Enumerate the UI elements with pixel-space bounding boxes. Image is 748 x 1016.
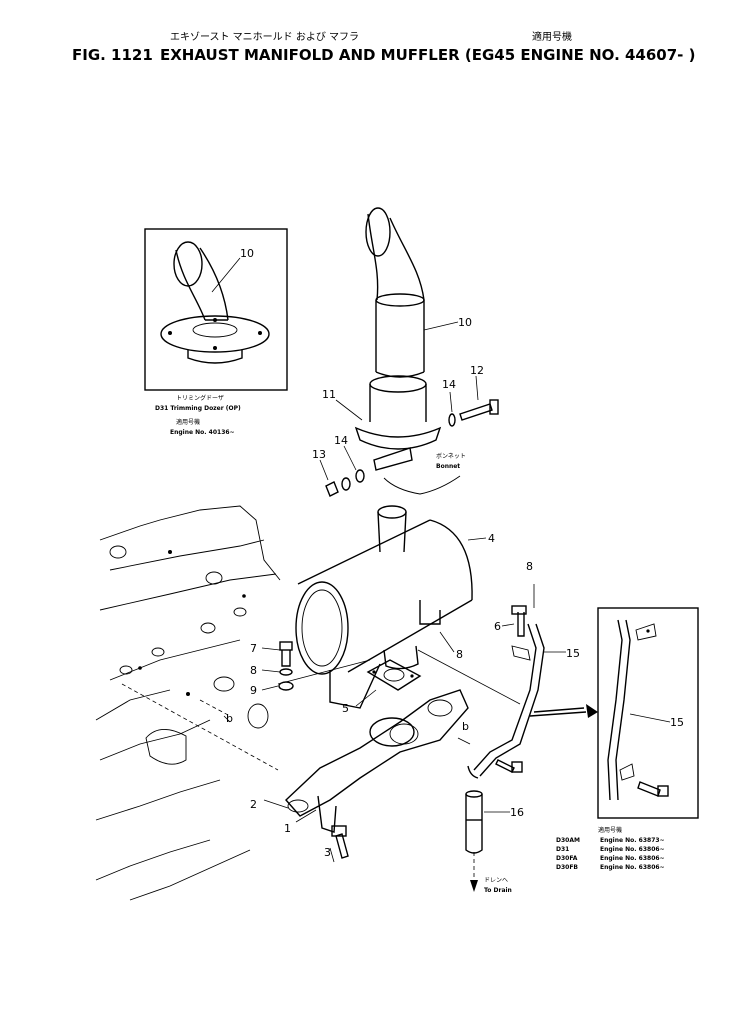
callout-12: 12 bbox=[470, 364, 484, 377]
callout-5: 5 bbox=[342, 702, 349, 715]
figure-title: EXHAUST MANIFOLD AND MUFFLER (EG45 ENGIN… bbox=[160, 46, 695, 64]
bolt-3: 3 bbox=[324, 825, 349, 863]
inset-left-applicable-en: Engine No. 40136~ bbox=[170, 429, 235, 436]
nut-washer-set: 13 14 bbox=[312, 434, 365, 497]
figure-number: FIG. 1121 bbox=[72, 46, 153, 64]
callout-8-muffler: 8 bbox=[456, 648, 463, 661]
callout-b-left: b bbox=[226, 712, 233, 725]
callout-3: 3 bbox=[324, 846, 331, 859]
alignment-line-3 bbox=[417, 649, 521, 705]
callout-7: 7 bbox=[250, 642, 257, 655]
muffler-bracket: 11 bbox=[322, 375, 442, 471]
callout-8-bolt: 8 bbox=[250, 664, 257, 677]
callout-13: 13 bbox=[312, 448, 326, 461]
inset-tube-alternate: 15 bbox=[597, 607, 699, 819]
model-row-1-engine: Engine No. 63873~ bbox=[600, 837, 665, 844]
callout-b-right: b bbox=[462, 720, 469, 733]
callout-1: 1 bbox=[284, 822, 291, 835]
bolt-7-washer-set: 7 8 9 bbox=[250, 641, 294, 697]
inset-left-caption-en: D31 Trimming Dozer (OP) bbox=[155, 405, 241, 412]
model-row-3-engine: Engine No. 63806~ bbox=[600, 855, 665, 862]
model-row-2-model: D31 bbox=[556, 846, 569, 853]
drain-tube: 6 8 15 b bbox=[457, 560, 580, 779]
model-row-2-engine: Engine No. 63806~ bbox=[600, 846, 665, 853]
callout-8-tube: 8 bbox=[526, 560, 533, 573]
model-row-1-model: D30AM bbox=[556, 837, 580, 844]
drain-label-jp: ドレンへ bbox=[484, 877, 508, 884]
inset-right-callout-15: 15 bbox=[670, 716, 684, 729]
model-row-4-model: D30FB bbox=[556, 864, 578, 871]
model-row-3-model: D30FA bbox=[556, 855, 578, 862]
callout-9: 9 bbox=[250, 684, 257, 697]
japanese-applicable-label: 適用号機 bbox=[532, 30, 572, 43]
bonnet-label-jp: ボンネット bbox=[436, 452, 466, 460]
inset-right-applicable-jp: 適用号機 bbox=[598, 826, 622, 834]
model-row-4-engine: Engine No. 63806~ bbox=[600, 864, 665, 871]
bolt-12: 12 14 bbox=[442, 364, 499, 427]
bonnet-label-en: Bonnet bbox=[436, 463, 460, 470]
exhaust-manifold: 1 2 bbox=[250, 689, 469, 835]
drain-label-en: To Drain bbox=[484, 887, 512, 894]
inset-left-caption-jp: トリミングドーザ bbox=[176, 394, 224, 402]
exhaust-pipe: 10 bbox=[365, 207, 472, 378]
bonnet-outline bbox=[383, 475, 461, 495]
callout-2: 2 bbox=[250, 798, 257, 811]
arrow-to-inset bbox=[529, 704, 598, 718]
callout-16: 16 bbox=[510, 806, 524, 819]
drain-hose: 16 bbox=[465, 790, 524, 892]
inset-left-applicable-jp: 適用号機 bbox=[176, 418, 200, 426]
callout-14-left: 14 bbox=[334, 434, 348, 447]
inset-left-callout-10: 10 bbox=[240, 247, 254, 260]
muffler: 4 8 bbox=[295, 505, 495, 709]
engine-block: b bbox=[95, 505, 281, 901]
alignment-line-2 bbox=[277, 659, 371, 685]
callout-10: 10 bbox=[458, 316, 472, 329]
callout-4: 4 bbox=[488, 532, 495, 545]
gasket: 5 bbox=[342, 659, 422, 715]
callout-11: 11 bbox=[322, 388, 336, 401]
alignment-line-1 bbox=[121, 683, 279, 771]
callout-6: 6 bbox=[494, 620, 501, 633]
callout-14-right: 14 bbox=[442, 378, 456, 391]
callout-15: 15 bbox=[566, 647, 580, 660]
japanese-title: エキゾースト マニホールド および マフラ bbox=[170, 31, 359, 43]
inset-trimming-dozer: 10 bbox=[144, 228, 288, 391]
